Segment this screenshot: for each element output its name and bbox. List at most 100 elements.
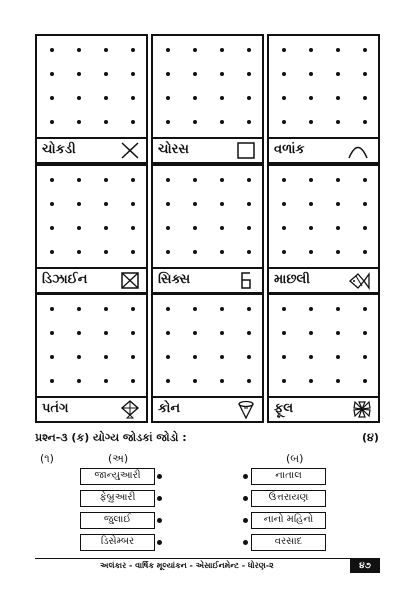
grid-dot xyxy=(309,355,313,359)
match-dot-a xyxy=(157,474,162,479)
grid-dot xyxy=(50,250,54,254)
grid-dot xyxy=(247,226,251,230)
match-item-a: ડિસેમ્બર xyxy=(80,534,155,551)
grid-dot xyxy=(104,226,108,230)
grid-dot xyxy=(282,307,286,311)
grid-dot xyxy=(50,120,54,124)
boxed-cross-icon xyxy=(121,272,139,289)
grid-dot xyxy=(166,120,170,124)
match-item-b: નાતાલ xyxy=(251,468,326,485)
grid-dot xyxy=(282,355,286,359)
cone-icon xyxy=(238,400,254,419)
grid-dot xyxy=(50,48,54,52)
grid-dot xyxy=(131,48,135,52)
grid-dot xyxy=(131,331,135,335)
card-label: ચોરસ xyxy=(158,142,189,157)
grid-dot xyxy=(309,96,313,100)
card-label: ડિઝાઈન xyxy=(42,272,88,287)
grid-dot xyxy=(193,96,197,100)
grid-dot xyxy=(77,355,81,359)
shape-card-design: ડિઝાઈન xyxy=(35,164,148,294)
match-item-b: નાનો મહિનો xyxy=(251,512,326,529)
grid-dot xyxy=(50,202,54,206)
grid-dot xyxy=(247,379,251,383)
grid-dot xyxy=(309,331,313,335)
grid-dot xyxy=(193,226,197,230)
match-dot-b xyxy=(243,496,248,501)
grid-dot xyxy=(336,250,340,254)
grid-dot xyxy=(363,72,367,76)
footer-divider xyxy=(35,558,380,559)
grid-dot xyxy=(77,96,81,100)
grid-dot xyxy=(50,331,54,335)
match-item-a: ફેબ્રુઆરી xyxy=(80,490,155,507)
match-item-a: જુલાઈ xyxy=(80,512,155,529)
card-label: સિક્સ xyxy=(158,272,191,287)
grid-dot xyxy=(104,379,108,383)
grid-dot xyxy=(220,72,224,76)
grid-dot xyxy=(166,48,170,52)
grid-dot xyxy=(282,72,286,76)
dot-grid xyxy=(166,48,251,124)
grid-dot xyxy=(166,379,170,383)
grid-dot xyxy=(50,178,54,182)
match-dot-b xyxy=(243,540,248,545)
grid-dot xyxy=(282,178,286,182)
grid-dot xyxy=(193,72,197,76)
grid-dot xyxy=(131,120,135,124)
shape-card-square: ચોરસ xyxy=(151,34,264,164)
grid-dot xyxy=(77,379,81,383)
grid-dot xyxy=(336,178,340,182)
grid-dot xyxy=(309,72,313,76)
grid-dot xyxy=(309,178,313,182)
grid-dot xyxy=(193,202,197,206)
grid-dot xyxy=(131,355,135,359)
grid-dot xyxy=(336,72,340,76)
grid-dot xyxy=(220,226,224,230)
grid-dot xyxy=(220,202,224,206)
grid-dot xyxy=(166,202,170,206)
grid-dot xyxy=(336,226,340,230)
grid-dot xyxy=(247,96,251,100)
grid-dot xyxy=(193,331,197,335)
dot-grid xyxy=(282,48,367,124)
card-label-bar: વળાંક xyxy=(269,137,378,162)
grid-dot xyxy=(247,331,251,335)
grid-dot xyxy=(131,96,135,100)
square-icon xyxy=(237,142,255,159)
question-title: પ્રશ્ન-૩ (ક) યોગ્ય જોડકાં જોડો : xyxy=(35,431,187,444)
grid-dot xyxy=(131,178,135,182)
grid-dot xyxy=(247,202,251,206)
grid-dot xyxy=(193,355,197,359)
grid-dot xyxy=(363,250,367,254)
shape-card-kite: પતંગ xyxy=(35,293,148,423)
six-digit-icon xyxy=(241,272,251,289)
grid-dot xyxy=(282,331,286,335)
grid-dot xyxy=(131,202,135,206)
grid-dot xyxy=(282,379,286,383)
grid-dot xyxy=(193,250,197,254)
grid-dot xyxy=(50,355,54,359)
grid-dot xyxy=(50,96,54,100)
grid-dot xyxy=(104,72,108,76)
grid-dot xyxy=(104,96,108,100)
grid-dot xyxy=(104,178,108,182)
shape-card-cone: કોન xyxy=(151,293,264,423)
card-label: માછલી xyxy=(274,272,310,287)
grid-dot xyxy=(282,48,286,52)
grid-dot xyxy=(77,72,81,76)
grid-dot xyxy=(166,331,170,335)
grid-dot xyxy=(220,250,224,254)
card-label-bar: સિક્સ xyxy=(153,267,262,292)
match-dot-b xyxy=(243,518,248,523)
grid-dot xyxy=(166,307,170,311)
grid-dot xyxy=(166,355,170,359)
grid-dot xyxy=(131,226,135,230)
grid-dot xyxy=(131,379,135,383)
grid-dot xyxy=(282,202,286,206)
shape-card-six: સિક્સ xyxy=(151,164,264,294)
grid-dot xyxy=(220,120,224,124)
grid-dot xyxy=(363,96,367,100)
match-item-a: જાન્યુઆરી xyxy=(80,468,155,485)
card-label-bar: માછલી xyxy=(269,267,378,292)
